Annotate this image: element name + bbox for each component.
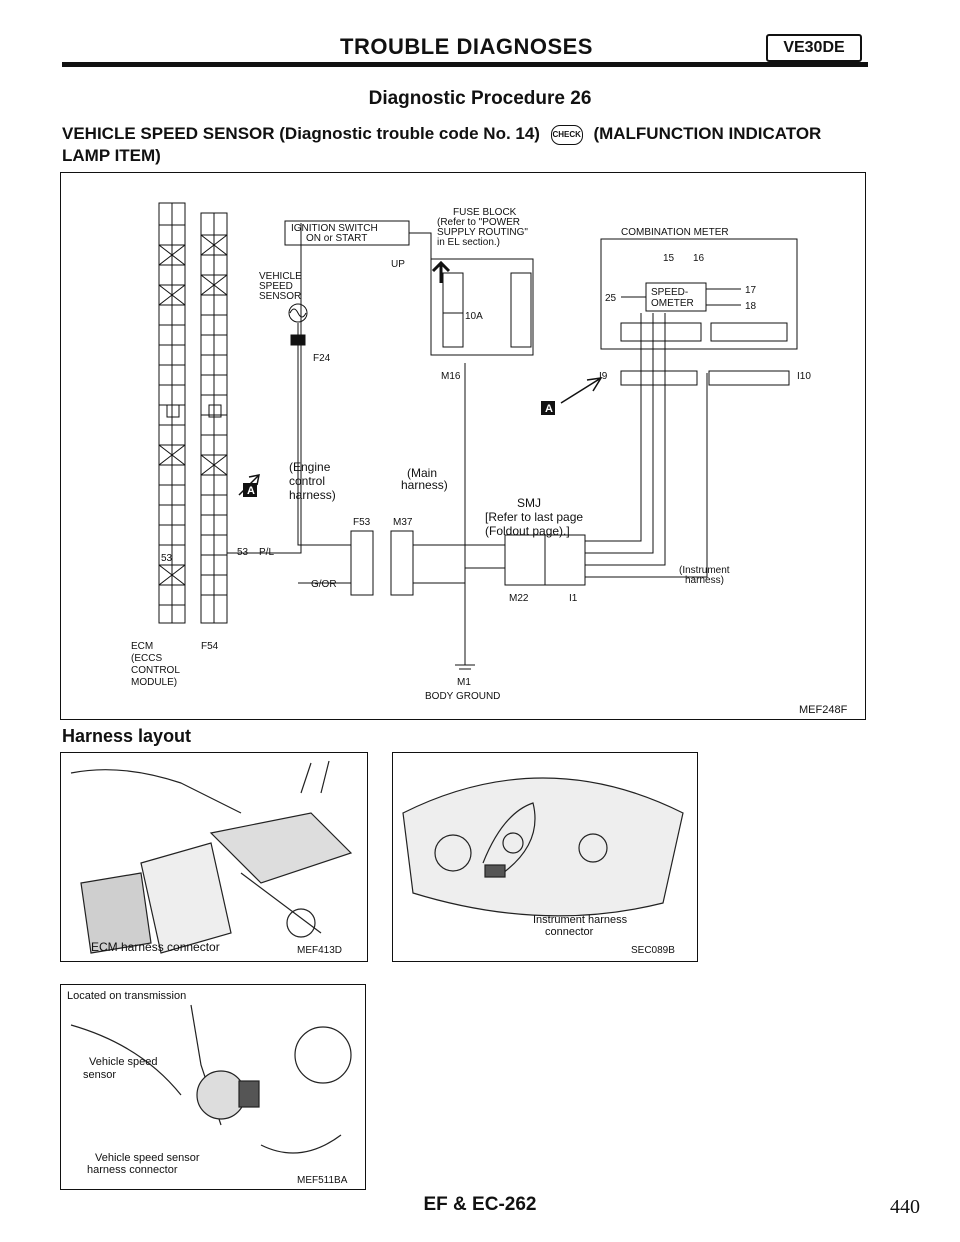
ecm-pin-grid (158, 203, 228, 623)
ecm-photo-illustration: ECM harness connector MEF413D (70, 760, 353, 956)
ecm-harness-photo: ECM harness connector MEF413D (60, 752, 368, 962)
wire-pl-engine (297, 373, 351, 546)
figure-code: MEF248F (799, 704, 848, 716)
wire-label-pl: P/L (259, 547, 274, 558)
meter-pin-15: 15 (663, 253, 675, 264)
fuse-label-1: FUSE BLOCK (453, 207, 517, 218)
connector-i10-body (708, 370, 790, 386)
speedometer-label-2: OMETER (651, 298, 694, 309)
harness-layout-title: Harness layout (62, 726, 192, 746)
page-number: 440 (890, 1196, 920, 1218)
ecm-pin-53-label: 53 (161, 553, 173, 564)
connector-f24: F24 (313, 353, 331, 364)
vss-photo-illustration: Located on transmission Vehicle speed se… (67, 990, 352, 1186)
smj-label-3: (Foldout page).] (485, 524, 570, 538)
connector-m1: M1 (457, 677, 471, 688)
instrument-harness-2: harness) (685, 575, 724, 586)
vss-photo-caption1-1: Vehicle speed (89, 1056, 158, 1068)
header-rule (62, 62, 868, 67)
callout-a-square-left (243, 483, 257, 497)
meter-pin-18: 18 (745, 301, 757, 312)
ecm-label-1: ECM (131, 641, 153, 652)
section-heading-suffix: (MALFUNCTION INDICATOR (593, 124, 822, 143)
meter-pin-25: 25 (605, 293, 617, 304)
fuse-rating: 10A (465, 311, 483, 322)
fuse-block-box (430, 258, 534, 356)
meter-pin-16: 16 (693, 253, 705, 264)
connector-m37-body (390, 530, 414, 596)
combination-meter-box (600, 238, 798, 350)
connector-f53: F53 (353, 517, 371, 528)
ignition-label-1: IGNITION SWITCH (291, 223, 378, 234)
connector-i9: I9 (599, 371, 608, 382)
vss-photo-top-caption: Located on transmission (67, 990, 186, 1002)
engine-harness-2: control (289, 474, 325, 488)
section-heading-prefix: VEHICLE SPEED SENSOR (Diagnostic trouble… (62, 124, 540, 143)
smj-label-1: SMJ (517, 496, 541, 510)
callout-a-left: A (247, 485, 255, 497)
callout-a-right: A (545, 403, 553, 415)
body-ground-label: BODY GROUND (425, 691, 500, 702)
wire-53-pl (227, 223, 302, 554)
procedure-title: Diagnostic Procedure 26 (368, 88, 592, 109)
speedometer-label-1: SPEED- (651, 287, 688, 298)
footer-section-code: EF & EC-262 (423, 1194, 537, 1215)
vss-photo: Located on transmission Vehicle speed se… (60, 984, 366, 1190)
vss-label-2: SPEED (259, 281, 293, 292)
connector-m16: M16 (441, 371, 461, 382)
callout-a-square-right (541, 401, 555, 415)
section-heading: VEHICLE SPEED SENSOR (Diagnostic trouble… (62, 124, 821, 145)
fuse-label-3: SUPPLY ROUTING" (437, 227, 528, 238)
connector-i10: I10 (797, 371, 811, 382)
instrument-photo-illustration: Instrument harness connector SEC089B (402, 777, 684, 956)
ecm-locator-left (166, 404, 180, 418)
fuse-label-2: (Refer to "POWER (437, 217, 520, 228)
engine-harness-3: harness) (289, 488, 336, 502)
instrument-harness-photo: Instrument harness connector SEC089B (392, 752, 698, 962)
ecm-label-4: MODULE) (131, 677, 177, 688)
instrument-photo-caption-2: connector (545, 926, 594, 938)
engine-harness-1: (Engine (289, 460, 331, 474)
connector-m37: M37 (393, 517, 413, 528)
fuse-label-4: in EL section.) (437, 237, 500, 248)
check-engine-icon: CHECK (550, 124, 583, 145)
engine-code-badge: VE30DE (766, 34, 862, 62)
ecm-label-3: CONTROL (131, 665, 180, 676)
vss-label-3: SENSOR (259, 291, 301, 302)
wiring-diagram: ECM (ECCS CONTROL MODULE) F54 IGNITION S… (60, 172, 866, 720)
main-harness-2: harness) (401, 478, 448, 492)
connector-f53-body (350, 530, 374, 596)
instrument-photo-caption-1: Instrument harness (533, 914, 628, 926)
connector-i1: I1 (569, 593, 578, 604)
main-harness-1: (Main (407, 466, 437, 480)
combination-meter-label: COMBINATION METER (621, 227, 729, 238)
instrument-photo-code: SEC089B (631, 945, 675, 956)
vss-photo-code: MEF511BA (297, 1175, 348, 1186)
wire-label-53: 53 (237, 547, 249, 558)
meter-pin-17: 17 (745, 285, 757, 296)
section-heading-line2: LAMP ITEM) (62, 146, 161, 165)
wire-label-gor: G/OR (311, 579, 337, 590)
connector-m22: M22 (509, 593, 529, 604)
vss-photo-caption2-2: harness connector (87, 1164, 178, 1176)
ecm-photo-code: MEF413D (297, 945, 342, 956)
ecm-label-2: (ECCS (131, 653, 162, 664)
connector-i9-body (620, 370, 698, 386)
ecm-connector-label: F54 (201, 641, 219, 652)
ecm-locator-right (208, 404, 222, 418)
vss-photo-caption1-2: sensor (83, 1069, 116, 1081)
vss-label-1: VEHICLE (259, 271, 302, 282)
wiring-diagram-svg: ECM (ECCS CONTROL MODULE) F54 IGNITION S… (131, 202, 848, 716)
vss-symbol (288, 303, 308, 323)
smj-label-2: [Refer to last page (485, 510, 583, 524)
up-label: UP (391, 259, 405, 270)
ignition-label-2: ON or START (306, 233, 367, 244)
vss-photo-caption2-1: Vehicle speed sensor (95, 1152, 200, 1164)
instrument-harness-1: (Instrument (679, 565, 730, 576)
ecm-photo-caption: ECM harness connector (91, 940, 220, 954)
page-header-title: TROUBLE DIAGNOSES (340, 34, 593, 59)
